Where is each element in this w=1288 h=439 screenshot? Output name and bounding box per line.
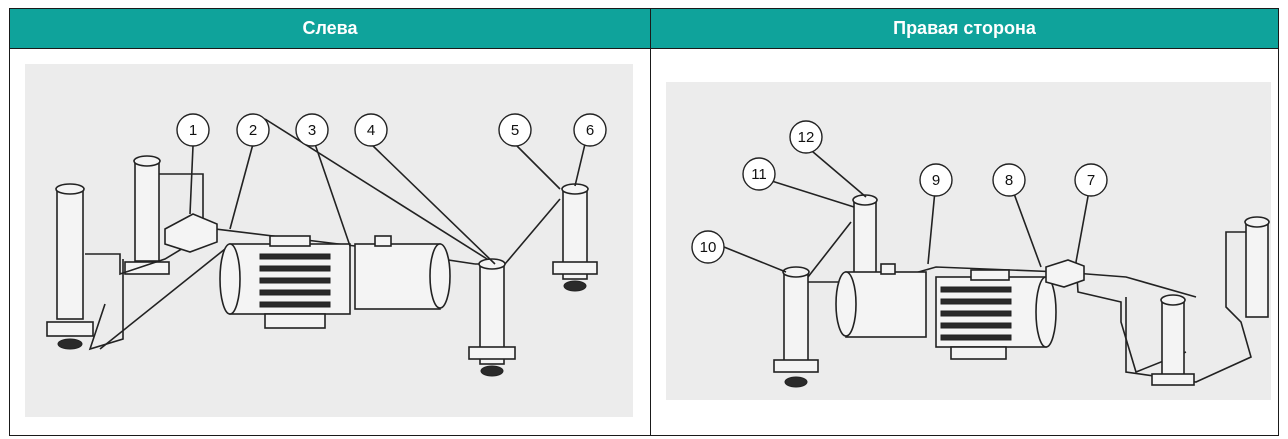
svg-text:4: 4 [367,122,375,139]
svg-text:12: 12 [798,129,815,146]
callout-9: 9 [919,163,953,197]
left-header: Слева [10,9,650,49]
svg-text:6: 6 [586,122,594,139]
svg-text:7: 7 [1087,172,1095,189]
svg-text:5: 5 [511,122,519,139]
callout-2: 2 [236,113,270,147]
right-header: Правая сторона [651,9,1278,49]
callout-11: 11 [742,157,776,191]
callout-1: 1 [176,113,210,147]
svg-text:1: 1 [189,122,197,139]
comparison-table: Слева [9,8,1279,436]
left-pump-drawing: 1 2 3 4 5 6 [46,113,607,377]
left-column: Слева [10,9,651,435]
svg-text:8: 8 [1005,172,1013,189]
right-side-diagram: 12 11 9 8 7 10 [666,82,1271,400]
left-side-diagram: 1 2 3 4 5 6 [25,64,633,417]
callout-10: 10 [691,230,725,264]
callout-4: 4 [354,113,388,147]
right-pump-drawing: 12 11 9 8 7 10 [691,120,1270,388]
svg-text:10: 10 [700,239,717,256]
callout-8: 8 [992,163,1026,197]
svg-text:9: 9 [932,172,940,189]
svg-text:11: 11 [751,166,767,183]
callout-6: 6 [573,113,607,147]
svg-text:3: 3 [308,122,316,139]
callout-5: 5 [498,113,532,147]
callout-7: 7 [1074,163,1108,197]
right-column: Правая сторона [651,9,1278,435]
callout-12: 12 [789,120,823,154]
callout-3: 3 [295,113,329,147]
svg-text:2: 2 [249,122,257,139]
